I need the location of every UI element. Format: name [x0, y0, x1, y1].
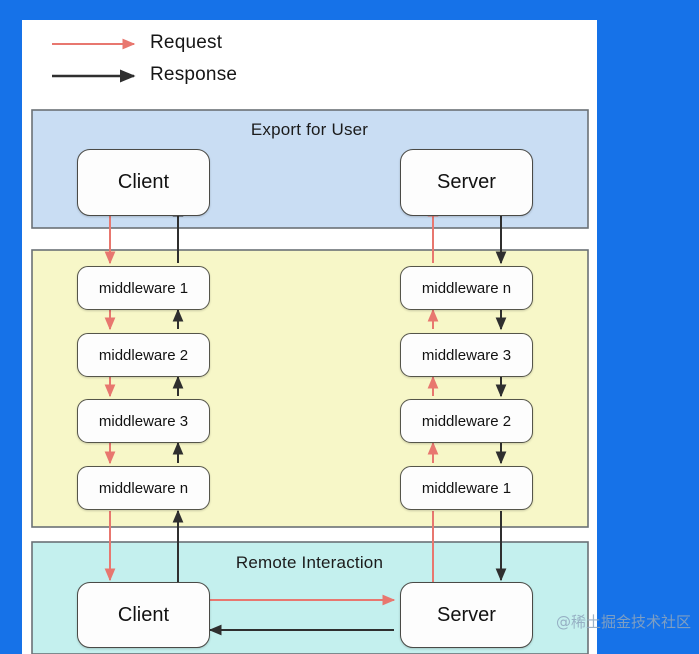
panel-title-remote-interaction: Remote Interaction [235, 553, 384, 572]
node-client-top[interactable]: Client [77, 149, 210, 216]
watermark-text: @稀土掘金技术社区 [555, 613, 691, 631]
node-middleware-right-1[interactable]: middleware 1 [400, 466, 533, 510]
node-middleware-left-2[interactable]: middleware 2 [77, 333, 210, 377]
panel-title-export-for-user: Export for User [250, 120, 369, 139]
legend-label-request: Request [150, 32, 223, 53]
node-middleware-right-3[interactable]: middleware 3 [400, 333, 533, 377]
legend-label-response: Response [150, 64, 238, 85]
node-middleware-left-1[interactable]: middleware 1 [77, 266, 210, 310]
node-client-bottom[interactable]: Client [77, 582, 210, 648]
node-middleware-left-3[interactable]: middleware 3 [77, 399, 210, 443]
node-middleware-left-n[interactable]: middleware n [77, 466, 210, 510]
node-server-top[interactable]: Server [400, 149, 533, 216]
diagram-canvas: Request Response Export for User Remote … [22, 20, 597, 654]
node-middleware-right-n[interactable]: middleware n [400, 266, 533, 310]
node-server-bottom[interactable]: Server [400, 582, 533, 648]
node-middleware-right-2[interactable]: middleware 2 [400, 399, 533, 443]
